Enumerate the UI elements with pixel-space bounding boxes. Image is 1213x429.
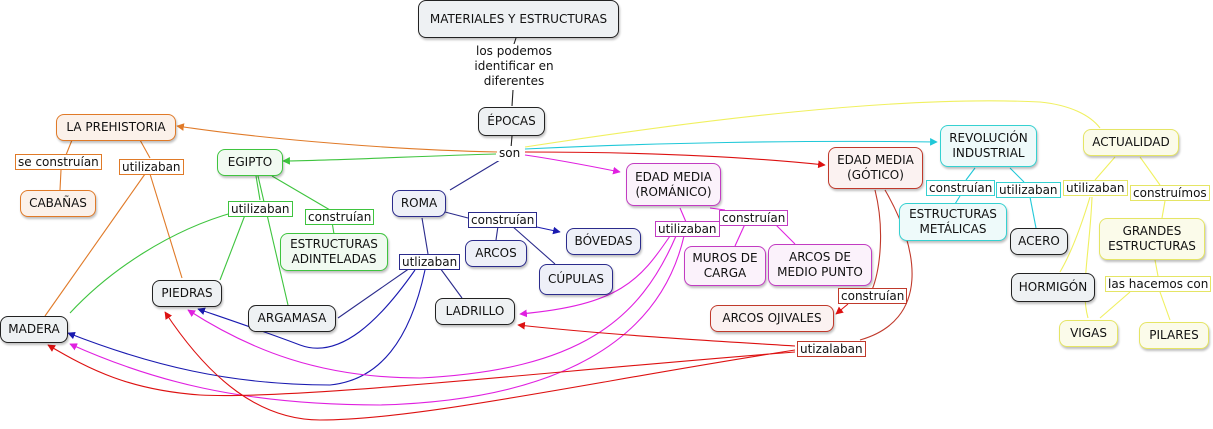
node-materiales-y-estructuras[interactable]: MATERIALES Y ESTRUCTURAS [418, 0, 619, 38]
link-roma-arcos [495, 225, 499, 241]
node-edad-media-gotico[interactable]: EDAD MEDIA (GÓTICO) [828, 147, 923, 189]
link-actualidad-utilizaban [1094, 156, 1116, 181]
link-roma-utlizaban [421, 217, 429, 255]
link-actualidad-construimos [1139, 156, 1161, 186]
node-cupulas[interactable]: CÚPULAS [539, 264, 613, 295]
link-son-actualidad [524, 100, 1101, 148]
node-cabanas[interactable]: CABAÑAS [20, 190, 96, 217]
link-label-identificar: los podemos identificar en diferentes [466, 44, 562, 90]
link-romanico-construian [709, 207, 726, 211]
link-son-romanico [524, 154, 621, 175]
node-piedras[interactable]: PIEDRAS [152, 280, 222, 307]
link-son-roma [449, 159, 501, 191]
link-label-actualidad-construimos: construímos [1130, 185, 1210, 201]
node-roma[interactable]: ROMA [392, 190, 446, 217]
link-rom-util-ladrillo [519, 235, 671, 318]
link-roma-cupulas [511, 225, 556, 265]
node-ladrillo[interactable]: LADRILLO [435, 298, 515, 325]
node-revolucion-industrial[interactable]: REVOLUCIÓN INDUSTRIAL [940, 125, 1037, 167]
node-madera[interactable]: MADERA [0, 316, 68, 343]
link-label-egipto-construian: construían [305, 209, 375, 225]
node-arcos[interactable]: ARCOS [465, 240, 527, 267]
node-argamasa[interactable]: ARGAMASA [248, 305, 336, 332]
link-label-actualidad-utilizaban: utilizaban [1063, 180, 1128, 196]
link-gotico-ojivales [835, 303, 849, 315]
link-prehist-util-piedras [149, 173, 183, 279]
link-hacemos-pilares [1159, 291, 1171, 321]
link-roma-piedras [197, 269, 416, 349]
node-arcos-de-medio-punto[interactable]: ARCOS DE MEDIO PUNTO [768, 244, 872, 286]
link-roma-argamasa [337, 267, 411, 319]
link-label-revolucion-construian: construían [926, 180, 996, 196]
link-act-util-hormigon [1059, 196, 1091, 273]
link-prehistoria-construian [59, 139, 73, 191]
link-rev-util-acero [1029, 196, 1037, 229]
node-vigas[interactable]: VIGAS [1059, 320, 1118, 347]
node-acero[interactable]: ACERO [1010, 228, 1068, 255]
link-label-gotico-utizalaban: utizalaban [797, 341, 866, 357]
link-act-construimos-grandes [1161, 200, 1166, 219]
link-gotico-utizalaban [859, 189, 913, 341]
link-revolucion-utilizaban [1009, 167, 1025, 183]
link-label-prehistoria-utilizaban: utilizaban [119, 159, 184, 175]
link-label-romanico-utilizaban: utilizaban [655, 221, 720, 237]
link-rom-construian-muros [734, 223, 746, 247]
link-son-prehistoria [176, 123, 499, 153]
link-son-gotico [524, 151, 826, 169]
link-rom-util-madera [69, 235, 685, 406]
link-label-son: son [497, 146, 523, 161]
link-egipto-util-madera [69, 211, 236, 314]
link-label-las-hacemos-con: las hacemos con [1105, 276, 1212, 292]
link-gotico-construian [871, 189, 882, 291]
node-arcos-ojivales[interactable]: ARCOS OJIVALES [710, 305, 834, 332]
node-estructuras-metalicas[interactable]: ESTRUCTURAS METÁLICAS [899, 203, 1007, 241]
link-rom-util-piedras [187, 235, 677, 379]
node-actualidad[interactable]: ACTUALIDAD [1083, 129, 1179, 156]
link-rev-construian-metalicas [954, 195, 961, 205]
link-materiales-epocas [511, 37, 517, 107]
node-estructuras-adinteladas[interactable]: ESTRUCTURAS ADINTELADAS [280, 233, 388, 271]
link-son-revolucion [524, 138, 938, 150]
link-egipto-argamasa [257, 175, 289, 306]
link-label-roma-construian: construían [468, 212, 538, 228]
link-label-gotico-construian: construían [838, 288, 908, 304]
node-egipto[interactable]: EGIPTO [217, 149, 283, 176]
link-prehist-util-madera [44, 173, 146, 317]
link-romanico-utilizaban [679, 207, 687, 223]
link-rom-construian-medio [774, 223, 796, 245]
node-hormigon[interactable]: HORMIGÓN [1011, 273, 1095, 302]
link-hacemos-vigas [1099, 291, 1131, 319]
link-label-se-construian: se construían [15, 154, 102, 170]
link-prehistoria-utilizaban [139, 139, 151, 159]
link-egipto-util-piedras [219, 214, 246, 281]
node-epocas[interactable]: ÉPOCAS [478, 107, 545, 136]
link-roma-construian [444, 211, 469, 219]
link-revolucion-construian [965, 167, 976, 181]
link-gotico-piedras [164, 311, 796, 421]
node-edad-media-romanico[interactable]: EDAD MEDIA (ROMÁNICO) [626, 163, 721, 206]
link-grandes-hacemos [1154, 259, 1159, 277]
link-roma-madera [67, 269, 426, 386]
link-gotico-madera [47, 344, 796, 397]
link-son-egipto [282, 153, 497, 165]
link-label-roma-utlizaban: utlizaban [399, 254, 461, 270]
link-act-util-vigas [1084, 196, 1093, 319]
link-roma-ladrillo [439, 267, 463, 299]
link-label-egipto-utilizaban: utilizaban [228, 201, 293, 217]
node-muros-de-carga[interactable]: MUROS DE CARGA [684, 246, 766, 286]
link-gotico-ladrillo [517, 321, 796, 347]
node-pilares[interactable]: PILARES [1139, 322, 1209, 349]
link-label-romanico-construian: construían [719, 210, 789, 226]
node-grandes-estructuras[interactable]: GRANDES ESTRUCTURAS [1099, 218, 1205, 260]
node-la-prehistoria[interactable]: LA PREHISTORIA [56, 114, 176, 141]
link-egipto-utilizaban [255, 175, 261, 201]
node-bovedas[interactable]: BÓVEDAS [566, 228, 641, 255]
link-label-revolucion-utilizaban: utilizaban [996, 182, 1061, 198]
